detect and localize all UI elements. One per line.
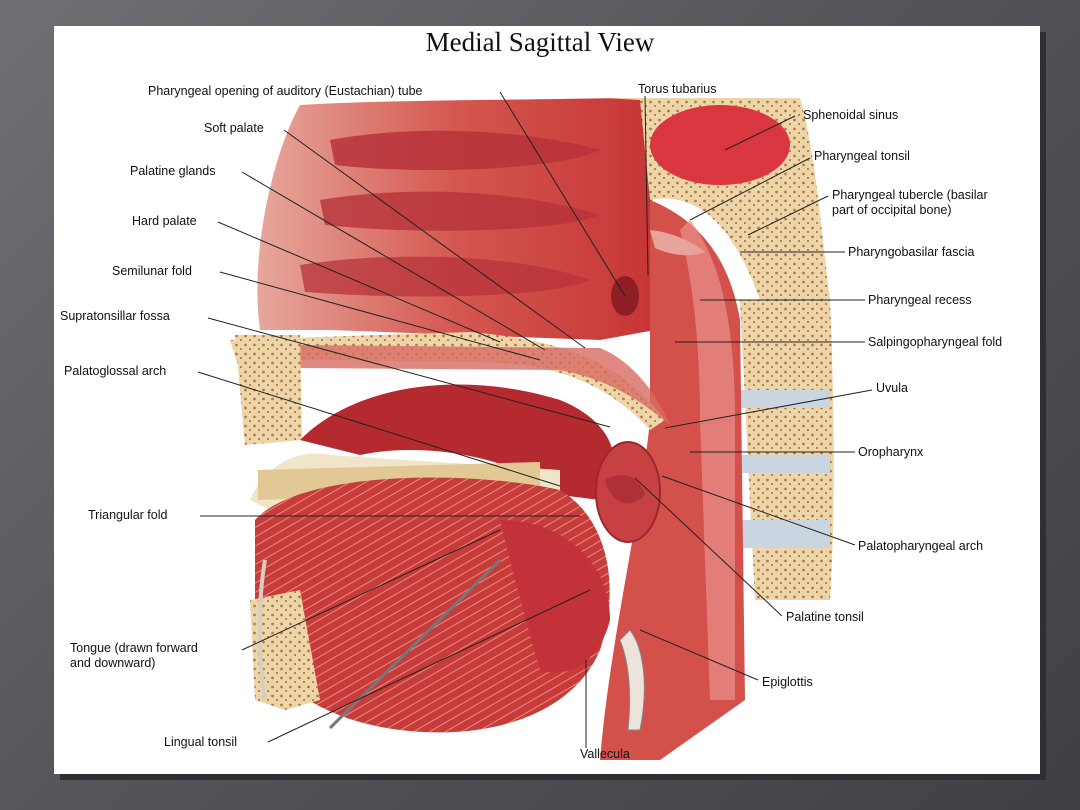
label-pharyngeal-tonsil: Pharyngeal tonsil: [814, 149, 910, 163]
leader-lines: [197, 91, 873, 748]
label-epiglottis: Epiglottis: [762, 675, 813, 689]
label-pharyngeal-tubercle: Pharyngeal tubercle (basilar part of occ…: [832, 188, 988, 217]
nasal-cavity: [257, 98, 655, 340]
label-hard-palate: Hard palate: [132, 214, 197, 228]
label-pharyngeal-recess: Pharyngeal recess: [868, 293, 972, 307]
label-palatine-glands: Palatine glands: [130, 164, 216, 178]
label-uvula: Uvula: [876, 381, 908, 395]
label-tongue: Tongue (drawn forward and downward): [70, 641, 198, 670]
label-sphenoidal-sinus: Sphenoidal sinus: [803, 108, 899, 122]
mandible: [250, 559, 320, 710]
label-palatopharyngeal-arch: Palatopharyngeal arch: [858, 539, 984, 553]
label-triangular-fold: Triangular fold: [88, 508, 168, 522]
label-oropharynx: Oropharynx: [858, 445, 924, 459]
label-torus-tubarius: Torus tubarius: [638, 82, 717, 96]
hard-palate-region: [230, 332, 670, 445]
label-pharyngeal-opening: Pharyngeal opening of auditory (Eustachi…: [148, 84, 423, 98]
label-palatine-tonsil: Palatine tonsil: [786, 610, 864, 624]
label-supratonsillar-fossa: Supratonsillar fossa: [60, 309, 170, 323]
label-semilunar-fold: Semilunar fold: [112, 264, 192, 278]
oral-cavity: [250, 384, 661, 733]
epiglottis-shape: [619, 629, 645, 731]
label-soft-palate: Soft palate: [204, 121, 264, 135]
diagram-title: Medial Sagittal View: [425, 27, 655, 57]
label-pharyngobasilar-fascia: Pharyngobasilar fascia: [848, 245, 975, 259]
label-vallecula: Vallecula: [580, 747, 630, 761]
label-palatoglossal-arch: Palatoglossal arch: [64, 364, 167, 378]
label-salpingopharyngeal-fold: Salpingopharyngeal fold: [868, 335, 1003, 349]
skull-bones: [605, 98, 834, 600]
label-lingual-tonsil: Lingual tonsil: [164, 735, 237, 749]
